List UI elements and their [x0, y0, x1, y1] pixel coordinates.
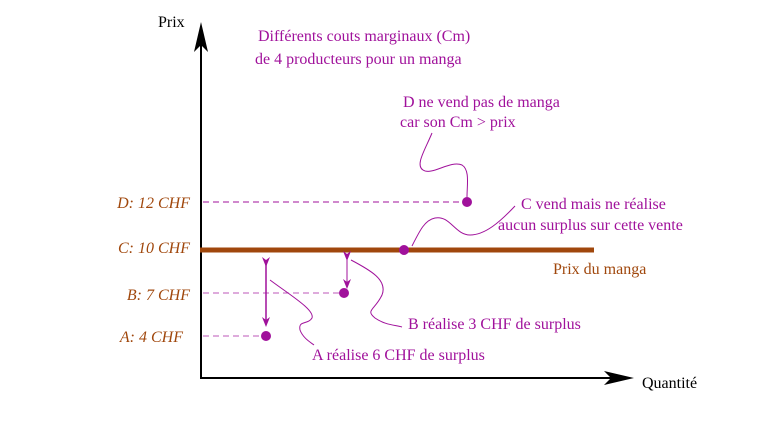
title-line2: de 4 producteurs pour un manga	[255, 51, 462, 68]
annotation-d-line2: car son Cm > prix	[400, 114, 516, 131]
point-b	[339, 288, 349, 298]
label-c: C: 10 CHF	[118, 240, 190, 257]
label-a: A: 4 CHF	[119, 329, 183, 346]
point-a	[261, 331, 271, 341]
label-d: D: 12 CHF	[116, 195, 190, 212]
y-axis-label: Prix	[158, 14, 185, 31]
leader-a	[269, 279, 315, 346]
annotation-c-line2: aucun surplus sur cette vente	[498, 217, 683, 234]
leader-c	[411, 205, 516, 247]
x-axis-label: Quantité	[642, 375, 697, 392]
annotation-b: B réalise 3 CHF de surplus	[408, 316, 581, 333]
x-axis-arrow-icon	[604, 371, 634, 385]
label-b: B: 7 CHF	[127, 287, 190, 304]
point-d	[462, 197, 472, 207]
annotation-c-line1: C vend mais ne réalise	[521, 196, 666, 213]
annotation-a: A réalise 6 CHF de surplus	[312, 347, 485, 364]
annotation-d-line1: D ne vend pas de manga	[403, 94, 560, 111]
title-line1: Différents couts marginaux (Cm)	[258, 28, 470, 45]
leader-d	[419, 132, 469, 198]
y-axis-arrow-icon	[194, 22, 208, 52]
leader-b	[350, 259, 403, 328]
price-line-label: Prix du manga	[553, 261, 646, 278]
point-c	[399, 245, 409, 255]
